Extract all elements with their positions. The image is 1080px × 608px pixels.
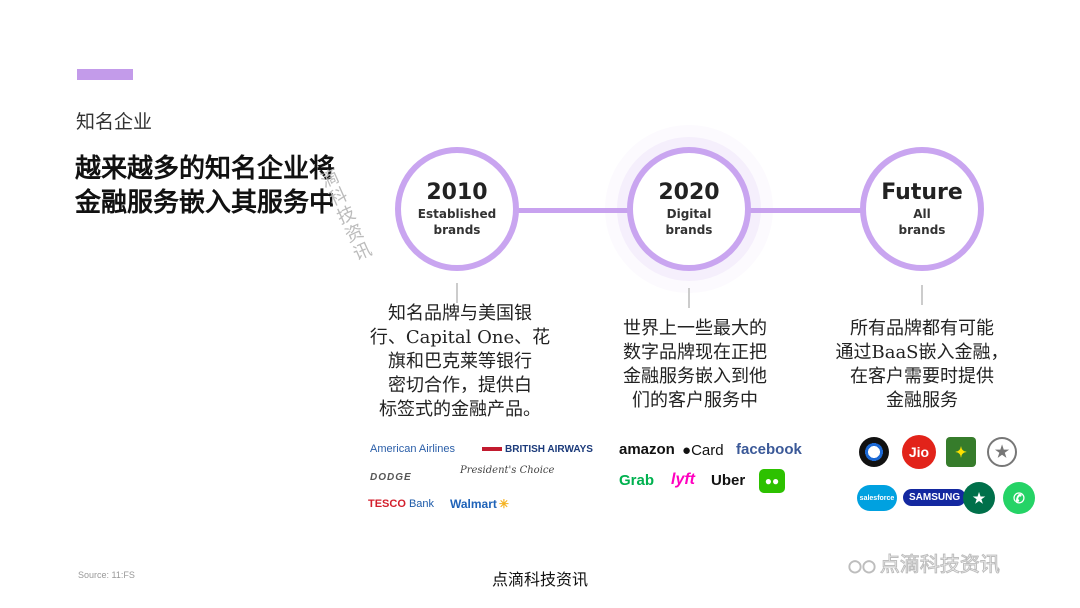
mercedes-icon: ★ xyxy=(987,437,1017,467)
presidents-choice-logo: President's Choice xyxy=(460,465,555,476)
apple-card-logo: ●Card xyxy=(682,442,724,459)
uber-logo: Uber xyxy=(711,472,746,489)
desc-line: 数字品牌现在正把 xyxy=(623,342,767,363)
milestone-year: 2010 xyxy=(426,180,488,205)
facebook-logo: facebook xyxy=(736,441,802,458)
corner-watermark: ○○点滴科技资讯 xyxy=(848,548,1001,577)
dodge-logo: DODGE xyxy=(370,472,412,483)
footer-caption: 点滴科技资讯 xyxy=(491,570,588,589)
desc-line: 行、Capital One、花 xyxy=(369,327,551,348)
apple-card-text: Card xyxy=(691,442,724,459)
british-airways-logo: BRITISH AIRWAYS xyxy=(482,444,593,455)
jio-logo: Jio xyxy=(902,435,936,469)
wechat-watermark-icon: ○○ xyxy=(848,556,877,576)
description-future: 所有品牌都有可能 通过BaaS嵌入金融， 在客户需要时提供 金融服务 xyxy=(822,317,1022,413)
milestone-sub-1: All xyxy=(913,207,931,221)
apple-icon: ● xyxy=(682,442,692,459)
milestone-sub-2: brands xyxy=(665,223,713,237)
source-note: Source: 11:FS xyxy=(78,570,135,580)
desc-line: 密切合作，提供白 xyxy=(388,375,532,396)
page-headline: 越来越多的知名企业将 金融服务嵌入其服务中 xyxy=(75,152,335,220)
john-deere-icon: ✦ xyxy=(946,437,976,467)
desc-line: 金融服务 xyxy=(886,390,958,411)
milestone-sub-2: brands xyxy=(433,223,481,237)
bmw-icon xyxy=(859,437,889,467)
milestone-sub-2: brands xyxy=(898,223,946,237)
salesforce-logo: salesforce xyxy=(857,485,897,511)
tesco-bank-logo: TESCO Bank xyxy=(368,498,434,510)
headline-line-2: 金融服务嵌入其服务中 xyxy=(75,188,336,218)
connector-line-3 xyxy=(921,285,923,305)
desc-line: 在客户需要时提供 xyxy=(850,366,994,387)
connector-line-2 xyxy=(688,288,690,308)
milestone-year: Future xyxy=(881,180,963,205)
desc-line: 们的客户服务中 xyxy=(632,390,758,411)
desc-line: 金融服务嵌入到他 xyxy=(623,366,767,387)
accent-bar xyxy=(77,69,133,80)
grab-logo: Grab xyxy=(619,472,655,489)
milestone-2020: 2020 Digital brands xyxy=(627,147,751,271)
milestone-future: Future All brands xyxy=(860,147,984,271)
description-digital: 世界上一些最大的 数字品牌现在正把 金融服务嵌入到他 们的客户服务中 xyxy=(600,317,790,413)
headline-line-1: 越来越多的知名企业将 xyxy=(75,154,336,184)
milestone-2010: 2010 Established brands xyxy=(395,147,519,271)
desc-line: 通过BaaS嵌入金融， xyxy=(835,342,1009,363)
walmart-logo: Walmart xyxy=(450,497,509,511)
connector-line-1 xyxy=(456,283,458,303)
wechat-icon: ●● xyxy=(759,469,785,493)
whatsapp-icon: ✆ xyxy=(1003,482,1035,514)
amazon-logo: amazon xyxy=(619,441,675,458)
desc-line: 知名品牌与美国银 xyxy=(388,303,532,324)
section-label: 知名企业 xyxy=(76,111,153,133)
tesco-text: TESCO xyxy=(368,498,406,510)
lyft-logo: lyft xyxy=(671,471,695,488)
desc-line: 世界上一些最大的 xyxy=(623,318,767,339)
desc-line: 旗和巴克莱等银行 xyxy=(388,351,532,372)
samsung-logo: SAMSUNG xyxy=(903,489,967,506)
description-established: 知名品牌与美国银 行、Capital One、花 旗和巴克莱等银行 密切合作，提… xyxy=(360,302,560,422)
corner-watermark-text: 点滴科技资讯 xyxy=(879,552,1000,577)
american-airlines-logo: American Airlines xyxy=(370,443,455,455)
desc-line: 所有品牌都有可能 xyxy=(850,318,994,339)
milestone-year: 2020 xyxy=(658,180,720,205)
desc-line: 标签式的金融产品。 xyxy=(379,399,541,420)
tesco-bank-text: Bank xyxy=(408,498,435,510)
milestone-sub-1: Digital xyxy=(666,207,712,221)
milestone-sub-1: Established xyxy=(417,207,497,221)
starbucks-icon: ★ xyxy=(963,482,995,514)
